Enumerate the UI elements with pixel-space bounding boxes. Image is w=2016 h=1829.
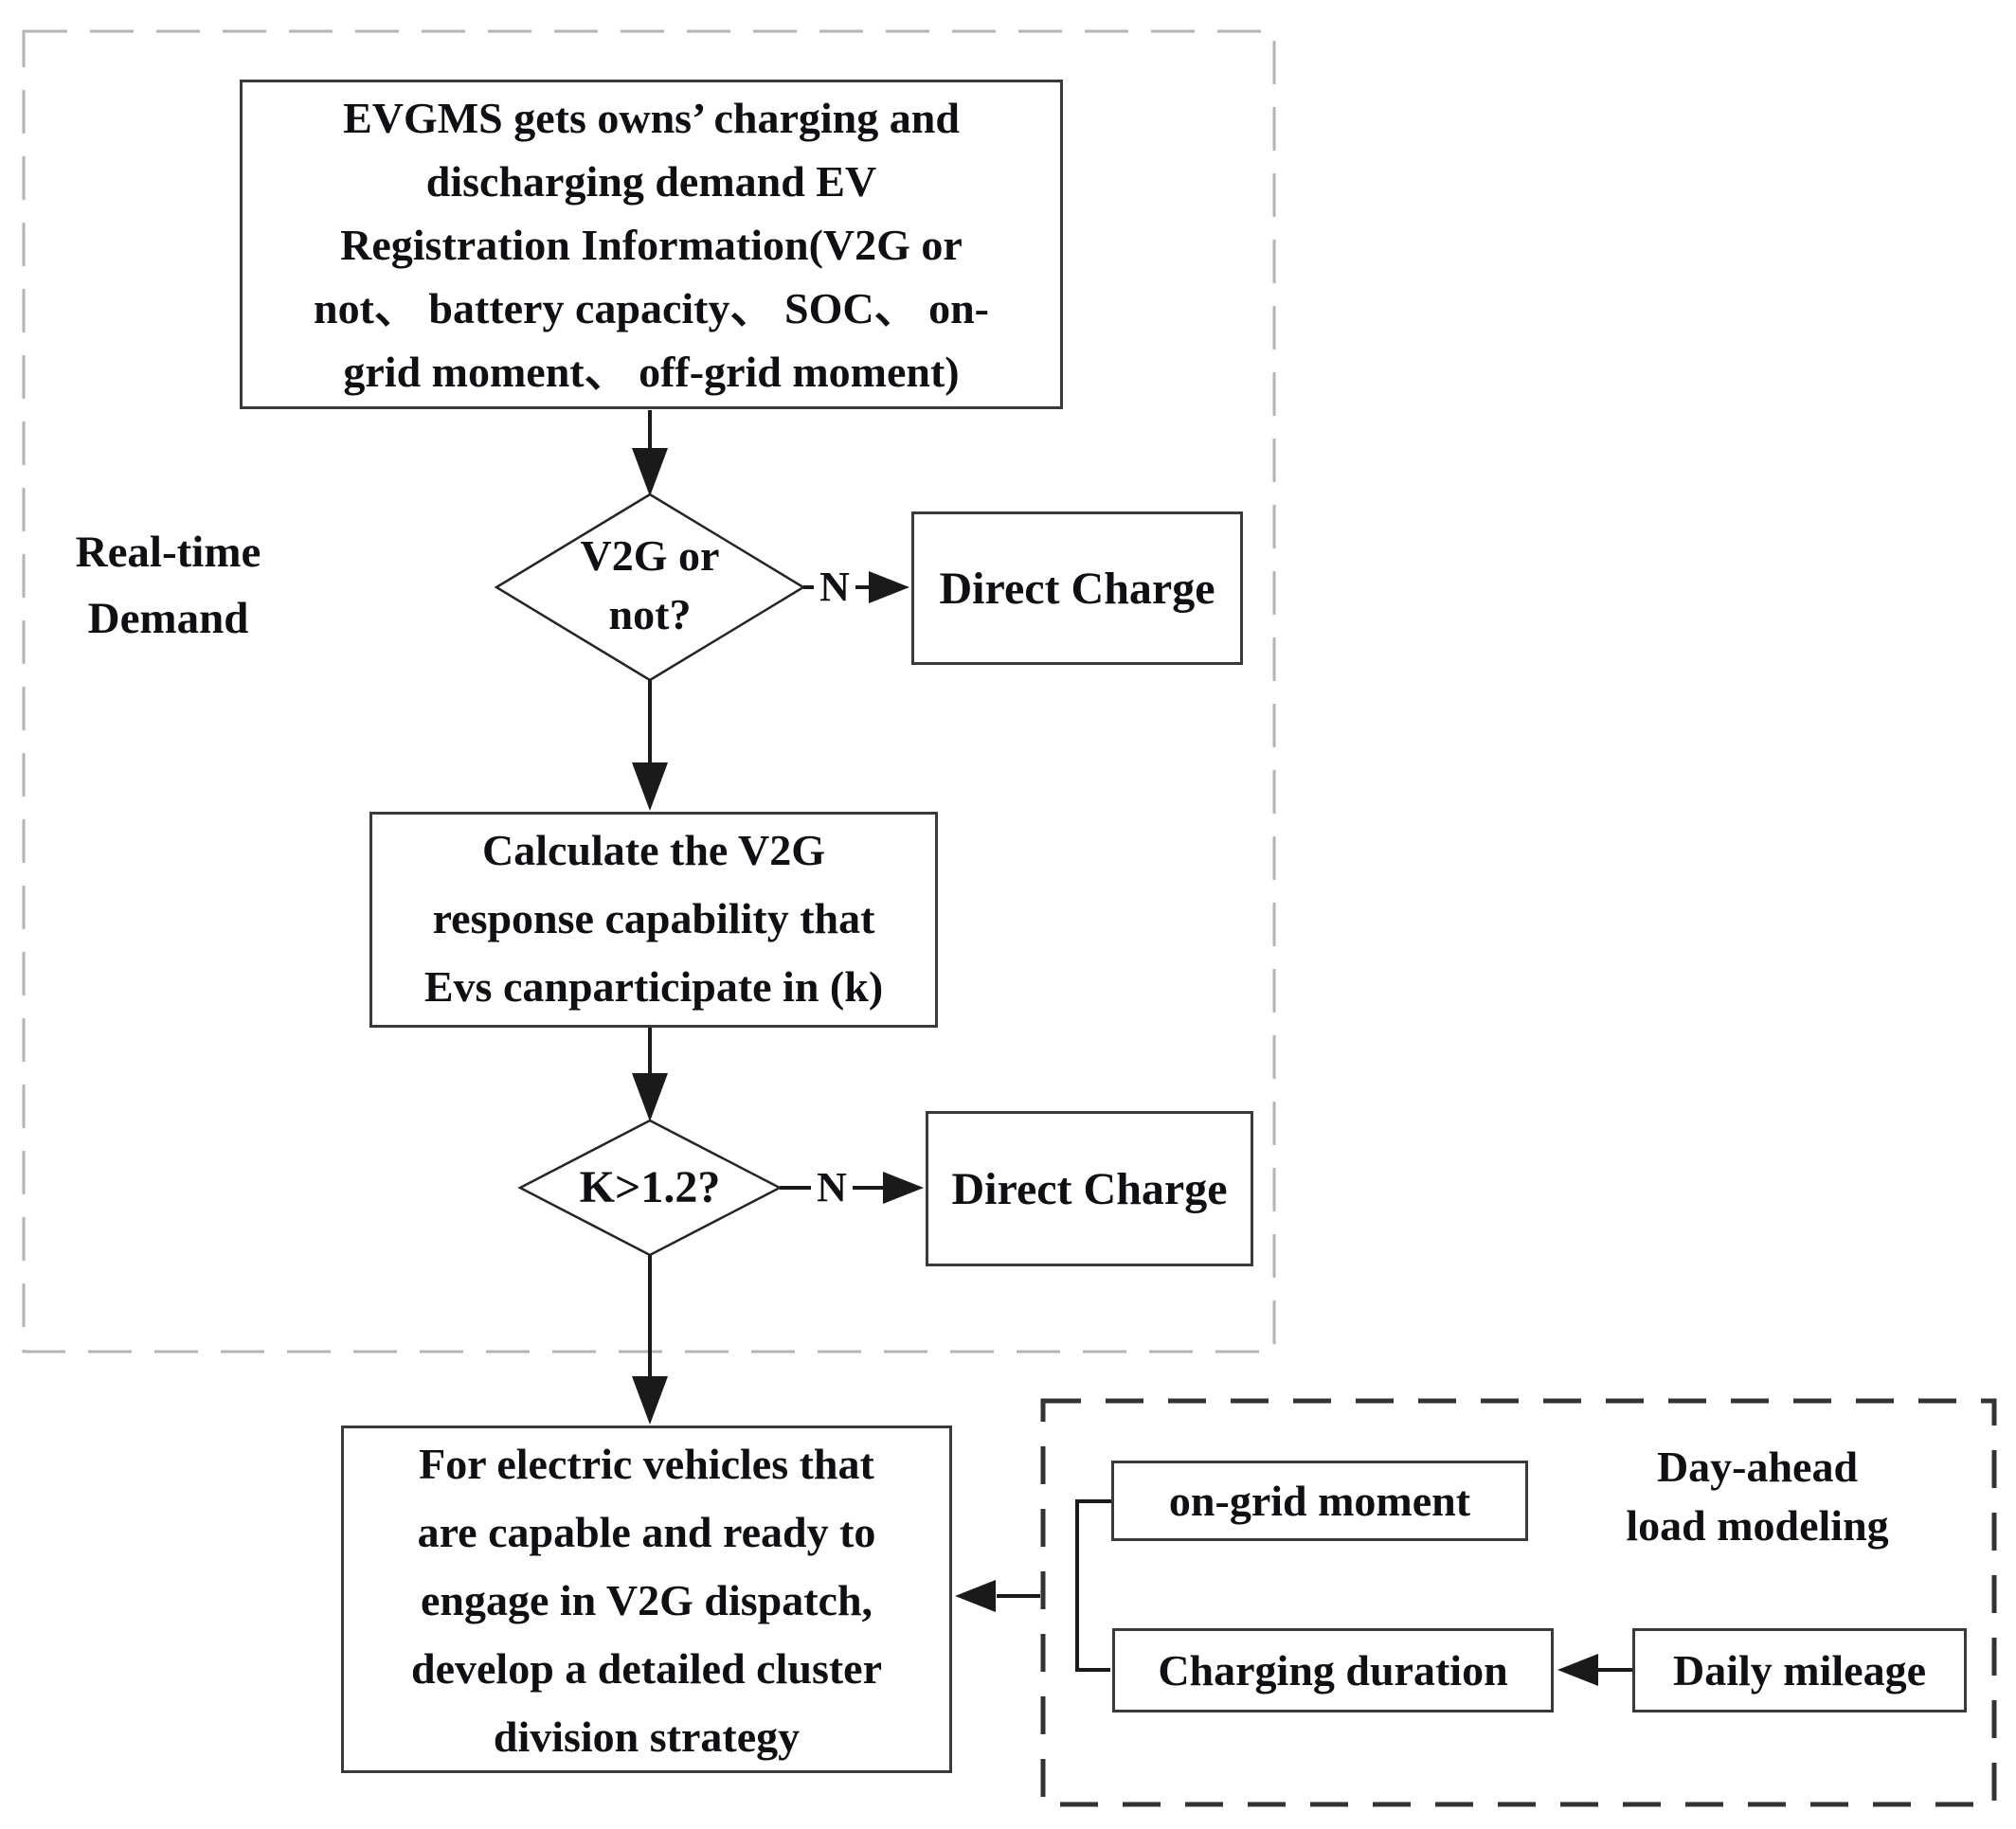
dayahead-region-label: Day-ahead load modeling <box>1554 1438 1961 1555</box>
on-grid-moment-label: on-grid moment <box>1168 1477 1471 1525</box>
k-decision-label: K>1.2? <box>579 1162 721 1212</box>
realtime-demand-label-line1: Real-time <box>75 528 261 577</box>
evgms-line: not、 battery capacity、 SOC、 on- <box>314 284 989 332</box>
dayahead-label-line1: Day-ahead <box>1656 1443 1859 1491</box>
calc-line: Evs canparticipate in (k) <box>423 962 884 1011</box>
realtime-demand-label-line2: Demand <box>87 594 249 643</box>
dayahead-label-line2: load modeling <box>1626 1501 1889 1550</box>
charging-duration-label: Charging duration <box>1158 1646 1508 1695</box>
cluster-line: For electric vehicles that <box>419 1440 874 1488</box>
on-grid-moment-box: on-grid moment <box>1111 1461 1528 1541</box>
calc-line: Calculate the V2G <box>481 826 825 874</box>
arrow-k-to-cluster-head <box>632 1376 668 1425</box>
arrow-mileage-to-charging-head <box>1557 1654 1598 1686</box>
cluster-line: engage in V2G dispatch, <box>420 1576 873 1624</box>
direct-charge-mid-label: Direct Charge <box>951 1163 1228 1214</box>
k-no-edge-label: N <box>811 1165 853 1210</box>
v2g-no-edge-label: N <box>814 565 855 610</box>
bracket-ongrid-charging <box>1075 1499 1111 1672</box>
calc-response-capability-box: Calculate the V2G response capability th… <box>369 812 938 1028</box>
arrow-v2g-no-head <box>869 571 909 603</box>
evgms-line: Registration Information(V2G or <box>340 221 963 269</box>
arrow-evgms-to-v2g-head <box>632 448 668 496</box>
direct-charge-box-mid: Direct Charge <box>926 1111 1253 1266</box>
v2g-decision-line2: not? <box>608 590 692 638</box>
cluster-division-strategy-box: For electric vehicles that are capable a… <box>341 1426 952 1773</box>
realtime-demand-region-label: Real-time Demand <box>47 519 289 652</box>
evgms-line: discharging demand EV <box>425 157 877 206</box>
v2g-decision-line1: V2G or <box>580 531 720 580</box>
arrow-k-no-head <box>883 1172 924 1204</box>
calc-line: response capability that <box>432 894 875 942</box>
arrow-v2g-to-calc-head <box>632 762 668 811</box>
daily-mileage-box: Daily mileage <box>1632 1628 1967 1712</box>
direct-charge-top-label: Direct Charge <box>939 563 1215 614</box>
dayahead-region-border <box>1040 1398 1997 1807</box>
cluster-line: division strategy <box>493 1712 801 1761</box>
arrow-calc-to-k-head <box>632 1073 668 1121</box>
arrow-dayahead-to-cluster-head <box>955 1580 996 1612</box>
charging-duration-box: Charging duration <box>1112 1628 1554 1712</box>
cluster-line: develop a detailed cluster <box>411 1644 882 1693</box>
evgms-line: grid moment、 off-grid moment) <box>343 348 960 396</box>
cluster-line: are capable and ready to <box>417 1508 876 1556</box>
evgms-registration-box: EVGMS gets owns’ charging and dischargin… <box>240 80 1063 409</box>
direct-charge-box-top: Direct Charge <box>911 511 1243 665</box>
v2g-decision-label: V2G or not? <box>527 527 773 648</box>
daily-mileage-label: Daily mileage <box>1673 1646 1926 1695</box>
evgms-line: EVGMS gets owns’ charging and <box>343 94 960 142</box>
